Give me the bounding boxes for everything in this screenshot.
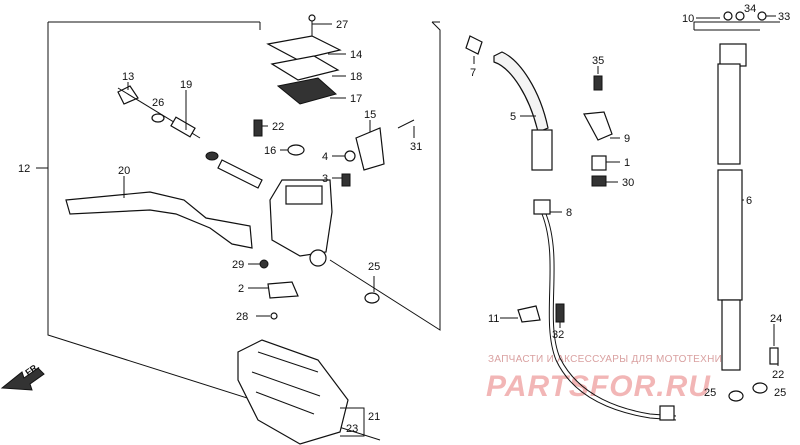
switch-2 [267, 281, 299, 299]
clamp-9 [583, 111, 613, 141]
callout-33: 33 [778, 11, 790, 23]
joint-10 [719, 43, 747, 67]
hand-guard [237, 339, 349, 445]
clip-11 [517, 305, 541, 323]
cup [205, 151, 219, 161]
banjo-bolt-7 [465, 35, 483, 55]
callouts: 27 14 18 17 13 19 26 15 22 16 4 31 12 3 … [18, 3, 790, 437]
callout-15: 15 [364, 109, 376, 121]
callout-19: 19 [180, 79, 192, 91]
callout-28: 28 [236, 311, 248, 323]
screw-3 [341, 173, 351, 187]
watermark-logo: PARTSFOR.RU [486, 370, 711, 403]
callout-3: 3 [322, 173, 328, 185]
callout-29: 29 [232, 259, 244, 271]
diaphragm-plate [270, 55, 340, 81]
screw-29 [259, 259, 269, 269]
front-arrow-icon [0, 367, 45, 391]
callout-12: 12 [18, 163, 30, 175]
boot [151, 113, 165, 123]
cap-screw [308, 14, 316, 22]
brake-hose-right [693, 11, 780, 402]
hose-6 [717, 169, 743, 301]
callout-21: 21 [368, 411, 380, 423]
callout-17: 17 [350, 93, 362, 105]
banjo-port [309, 249, 327, 267]
callout-14: 14 [350, 49, 362, 61]
washer-25c [752, 382, 768, 394]
bolt-35 [593, 75, 603, 91]
cap-16 [287, 144, 305, 156]
grommet-8 [533, 199, 551, 215]
front-arrow: FR. [0, 361, 45, 391]
circlip-4 [344, 150, 356, 162]
bolt-22 [253, 119, 263, 137]
reservoir-window [285, 185, 323, 205]
callout-20: 20 [118, 165, 130, 177]
callout-23: 23 [346, 423, 358, 435]
callout-34: 34 [744, 3, 756, 15]
callout-1: 1 [624, 157, 630, 169]
hose-lower [721, 299, 741, 371]
collar-1 [591, 155, 607, 171]
brake-lever [65, 191, 253, 249]
callout-7: 7 [470, 67, 476, 79]
callout-6: 6 [746, 195, 752, 207]
hose-fitting [531, 129, 553, 171]
spring [217, 159, 263, 189]
callout-25c: 25 [774, 387, 786, 399]
callout-32: 32 [552, 329, 564, 341]
diaphragm [276, 77, 338, 105]
watermark: ЗАПЧАСТИ И АКСЕССУАРЫ ДЛЯ МОТОТЕХНИКИ PA… [486, 354, 736, 403]
callout-16: 16 [264, 145, 276, 157]
callout-26: 26 [152, 97, 164, 109]
pipe-joint [659, 405, 675, 421]
brake-hose-center [465, 35, 677, 421]
small-parts [253, 119, 415, 187]
hose-upper [717, 63, 741, 165]
bolt-24 [769, 347, 779, 365]
callout-22: 22 [272, 121, 284, 133]
clamp-10 [723, 11, 733, 21]
callout-25b: 25 [704, 387, 716, 399]
bolt-33 [757, 11, 767, 21]
washer-25 [364, 292, 380, 304]
screw-28 [270, 312, 278, 320]
pivot-parts [117, 85, 263, 189]
callout-25: 25 [368, 261, 380, 273]
bolt-34 [735, 11, 745, 21]
callout-8: 8 [566, 207, 572, 219]
nut-30 [591, 175, 607, 187]
master-cylinder-body [269, 179, 333, 267]
hose-5 [493, 51, 549, 133]
callout-30: 30 [622, 177, 634, 189]
callout-35: 35 [592, 55, 604, 67]
callout-22b: 22 [772, 369, 784, 381]
bolt-32 [555, 303, 565, 323]
callout-10: 10 [682, 13, 694, 25]
callout-13: 13 [122, 71, 134, 83]
piston [170, 116, 196, 138]
callout-18: 18 [350, 71, 362, 83]
watermark-caption: ЗАПЧАСТИ И АКСЕССУАРЫ ДЛЯ МОТОТЕХНИКИ [488, 354, 736, 365]
lever-blade [65, 191, 253, 249]
callout-11: 11 [488, 313, 499, 325]
callout-27: 27 [336, 19, 348, 31]
callout-31: 31 [410, 141, 422, 153]
callout-5: 5 [510, 111, 516, 123]
callout-24: 24 [770, 313, 782, 325]
reservoir-cap [266, 35, 342, 61]
callout-4: 4 [322, 151, 328, 163]
reservoir-cover-group [266, 14, 342, 105]
callout-9: 9 [624, 133, 630, 145]
washer-25b [728, 390, 744, 402]
clamp-15 [355, 127, 385, 171]
switch-and-cover [237, 259, 380, 445]
callout-2: 2 [238, 283, 244, 295]
